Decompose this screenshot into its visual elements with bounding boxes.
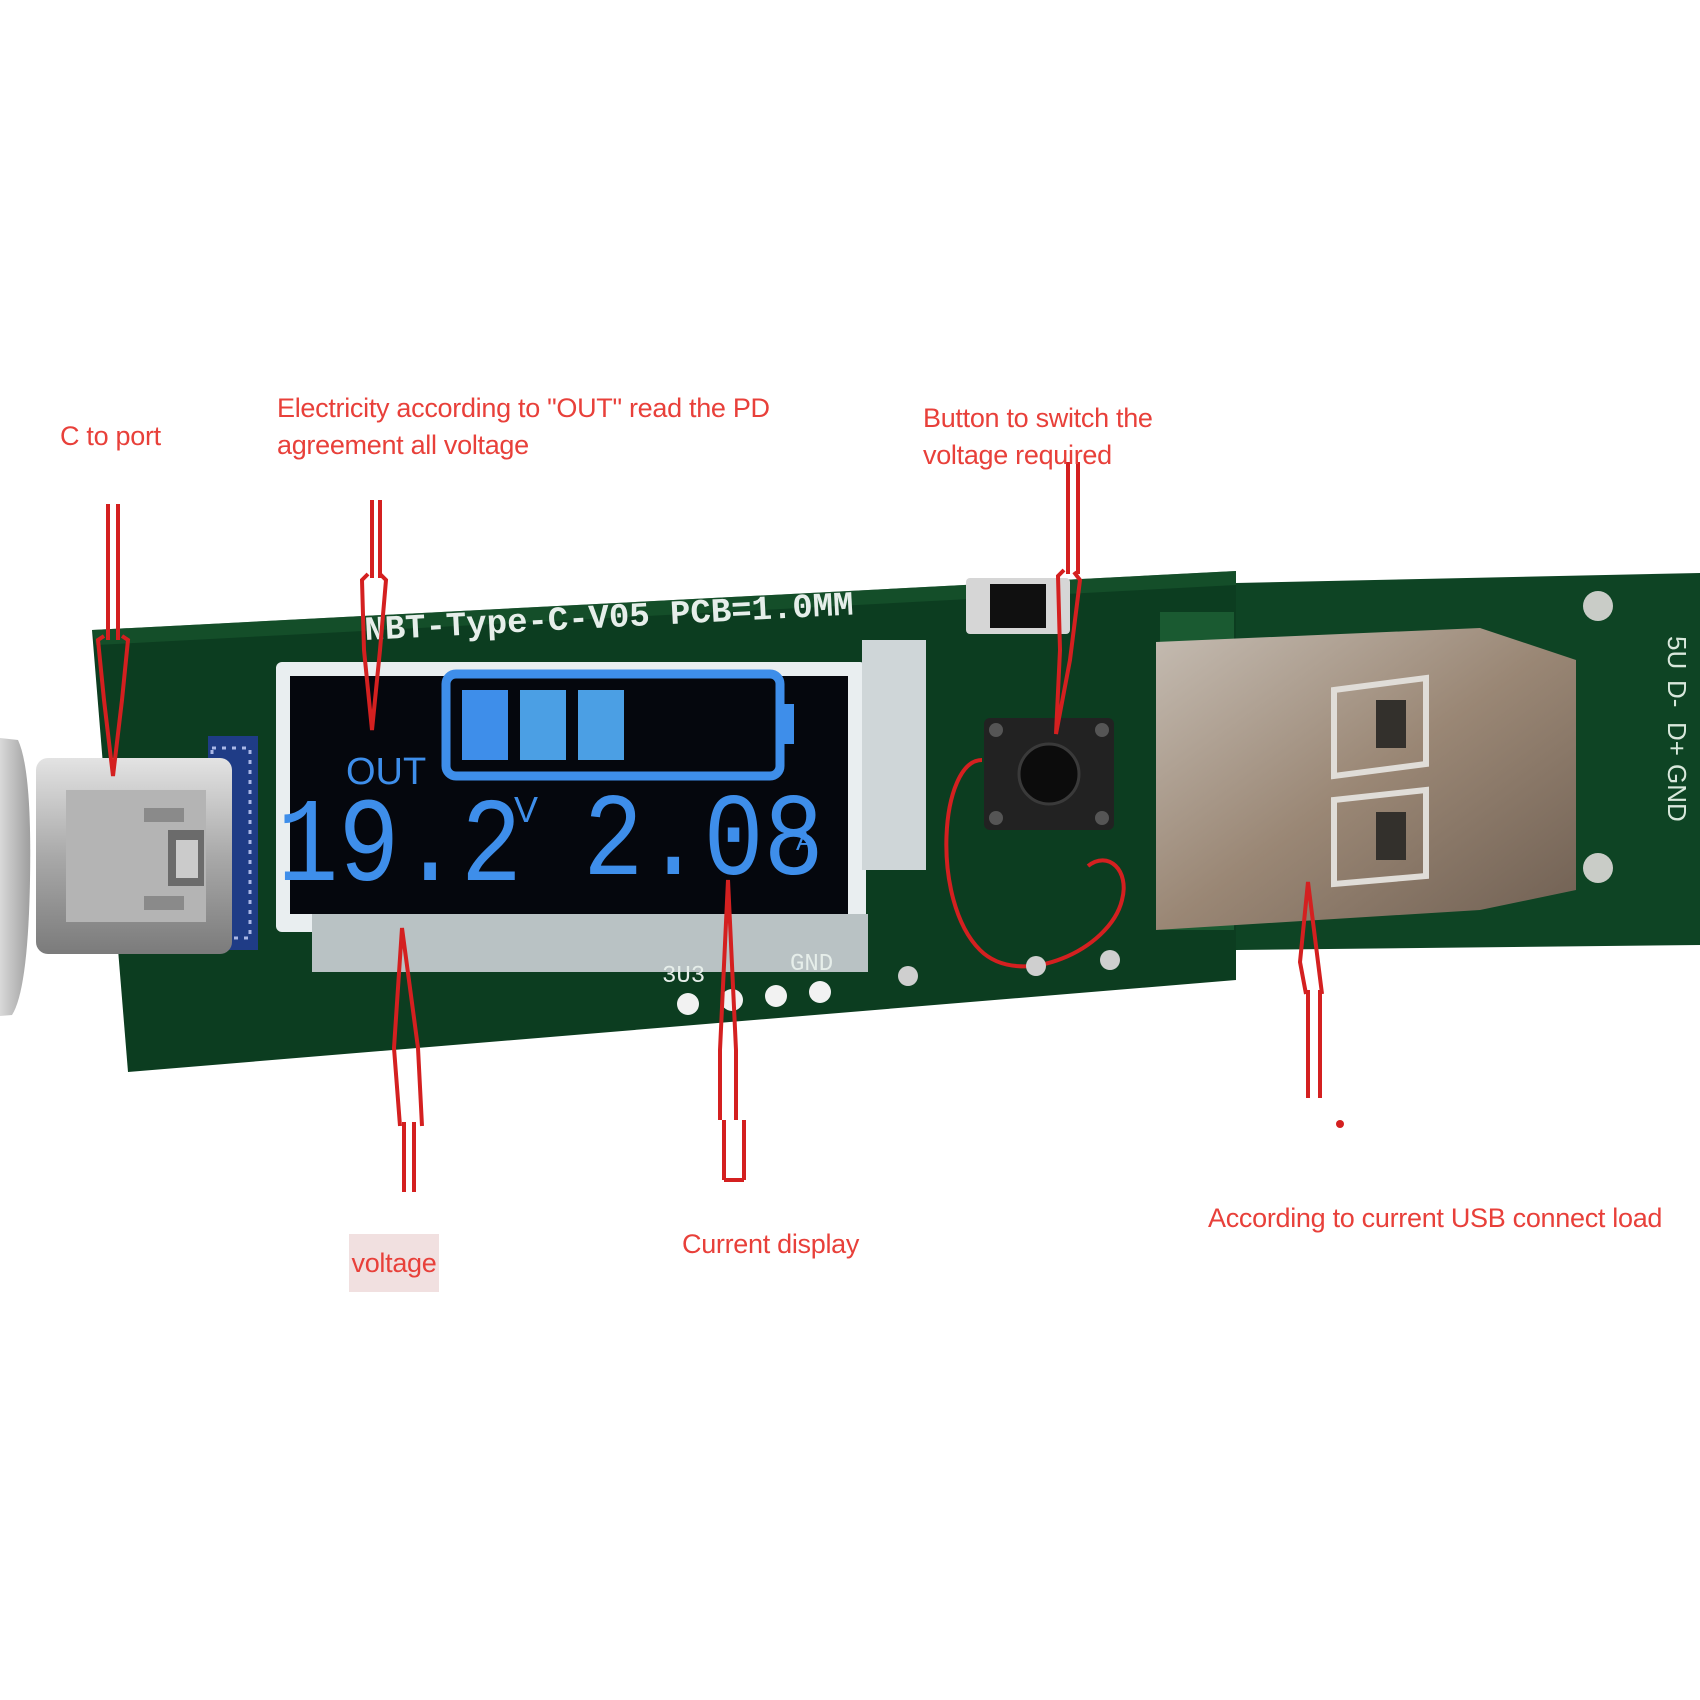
usb-c-cable [0, 738, 31, 1016]
lcd-mode-label: OUT [346, 751, 426, 793]
annotation-current: Current display [682, 1229, 860, 1259]
annotation-button-line2: voltage required [923, 440, 1112, 470]
smd-resistor [966, 578, 1070, 634]
annotation-out-line2: agreement all voltage [277, 430, 529, 460]
lcd-current-unit: A [796, 826, 814, 856]
annotation-arrow-button [1054, 462, 1083, 735]
annotation-arrow-voltage [391, 927, 424, 1192]
annotation-c-port: C to port [60, 421, 161, 451]
annotation-arrow-c-port [95, 504, 131, 777]
usb-a-port [1156, 612, 1576, 930]
annotation-voltage: voltage [349, 1234, 439, 1292]
tactile-switch-button[interactable] [984, 718, 1114, 830]
annotation-arrow-out [359, 500, 389, 731]
battery-bar [578, 690, 624, 760]
annotation-arrow-current [718, 879, 746, 1182]
annotation-usb-load: According to current USB connect load [1208, 1203, 1663, 1233]
annotation-out-line1: Electricity according to "OUT" read the … [277, 393, 770, 423]
lcd-voltage-unit: V [514, 789, 538, 830]
usb-c-connector [36, 736, 258, 954]
side-label-gnd: GND [1662, 764, 1692, 822]
pin-label-gnd: GND [790, 951, 833, 978]
annotation-arrow-usb [1297, 881, 1324, 1098]
annotation-button: Button to switch the voltage required [923, 400, 1153, 474]
side-label-dminus: D- [1662, 680, 1692, 707]
pin-label-3v3: 3U3 [662, 963, 705, 990]
lcd-current-value: 2.08 [583, 776, 824, 910]
annotation-button-line1: Button to switch the [923, 403, 1153, 433]
lcd-ribbon [312, 914, 868, 972]
lcd-module: 3U3 GND OUT 19.2 V 2.08 A [276, 640, 926, 1015]
annotation-out: Electricity according to "OUT" read the … [277, 390, 770, 464]
battery-icon [441, 669, 794, 781]
side-label-5v: 5U [1662, 636, 1692, 669]
battery-bar [462, 690, 508, 760]
battery-bar [520, 690, 566, 760]
side-label-dplus: D+ [1662, 722, 1692, 756]
lcd-voltage-value: 19.2 [277, 781, 522, 917]
